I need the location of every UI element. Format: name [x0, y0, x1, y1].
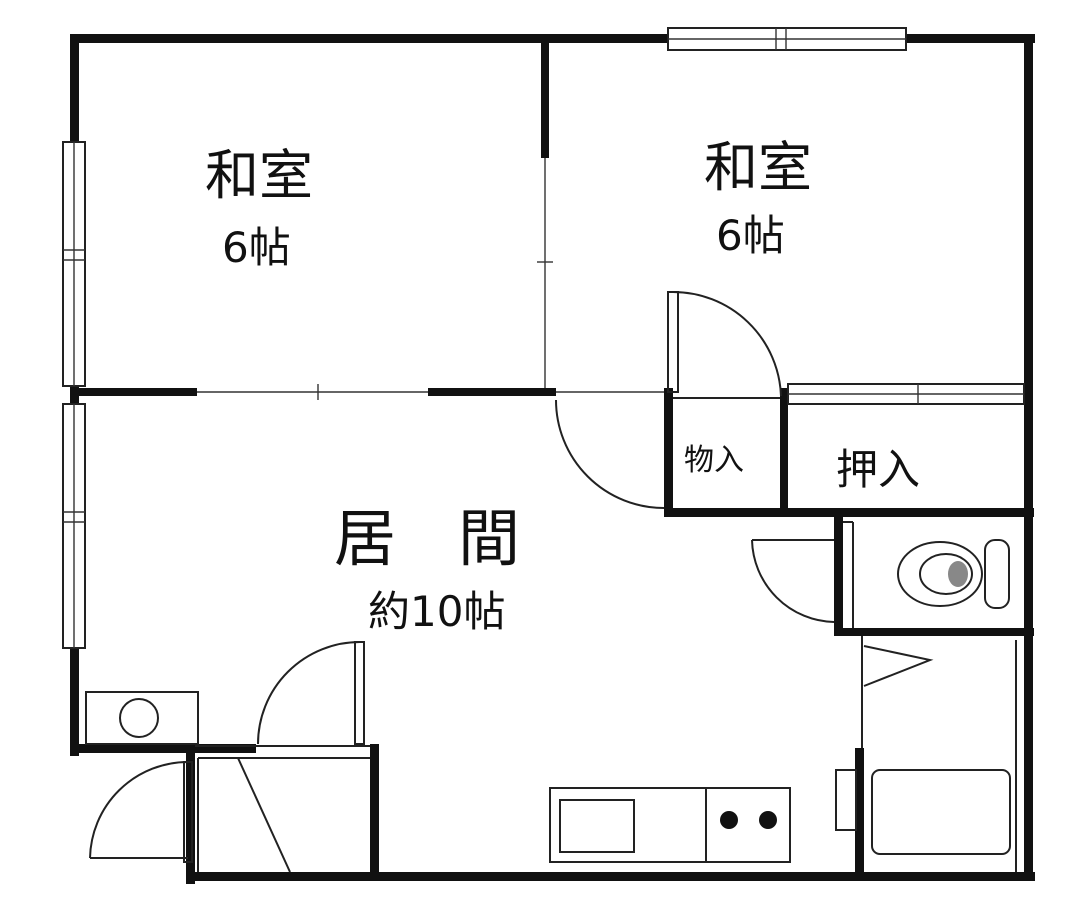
window-icon — [667, 27, 907, 51]
washer-icon — [85, 691, 199, 745]
vanity-triangle — [863, 645, 934, 687]
door-swing-icon — [257, 641, 365, 745]
door-swing-icon — [751, 539, 835, 623]
room-name-living: 居 間 — [334, 502, 520, 575]
sink-icon — [549, 787, 791, 863]
interior-walls — [79, 34, 1034, 872]
window-icon — [62, 403, 86, 649]
room-size-washitsu-left: 6帖 — [222, 223, 291, 272]
room-size-living: 約10帖 — [368, 587, 505, 636]
bathtub-icon — [835, 769, 1011, 855]
room-name-washitsu-right: 和室 — [704, 136, 812, 199]
room-size-washitsu-right: 6帖 — [716, 211, 785, 260]
entrance-step — [237, 757, 291, 873]
door-swing-icon — [667, 291, 782, 397]
stove-burner-icon — [720, 811, 777, 829]
outer-walls — [70, 34, 1035, 884]
toilet-icon — [897, 539, 1010, 609]
door-swing-icon — [555, 399, 665, 509]
room-name-washitsu-left: 和室 — [205, 144, 313, 207]
room-name-storage: 物入 — [684, 443, 744, 478]
door-swing-icon — [89, 761, 193, 863]
room-name-closet: 押入 — [836, 445, 920, 494]
window-icon — [62, 141, 86, 387]
